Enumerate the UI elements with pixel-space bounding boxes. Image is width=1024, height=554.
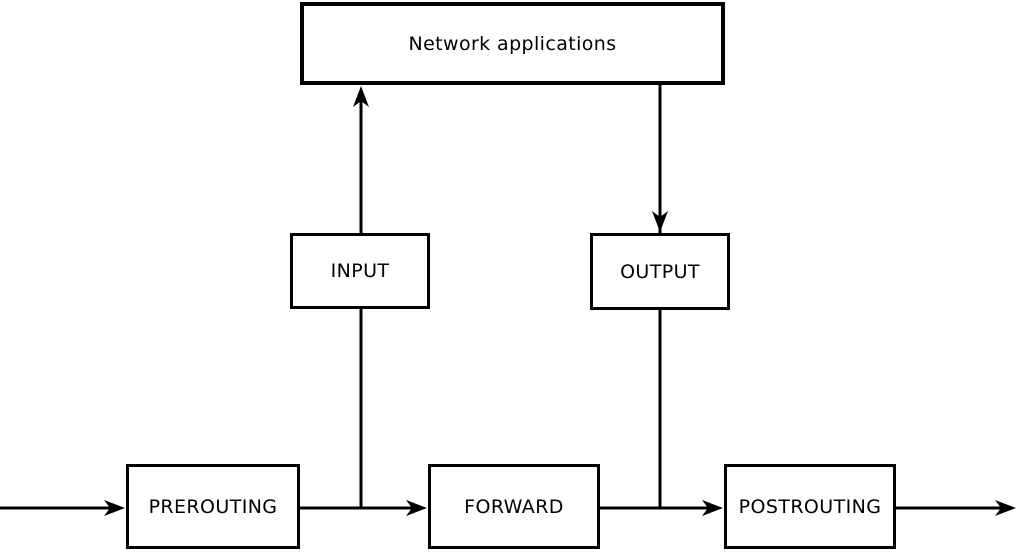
arrowhead-into-network-applications [353,86,369,107]
node-output-chain: OUTPUT [590,233,730,310]
node-prerouting-chain: PREROUTING [126,464,300,549]
arrowhead-external-out [995,500,1016,516]
node-input-label: INPUT [330,260,390,282]
node-input-chain: INPUT [290,233,430,309]
node-prerouting-label: PREROUTING [148,495,278,518]
node-forward-chain: FORWARD [428,464,600,549]
arrowhead-into-output [652,211,668,232]
node-postrouting-label: POSTROUTING [738,495,882,518]
node-forward-label: FORWARD [464,495,564,518]
node-output-label: OUTPUT [620,260,700,283]
node-postrouting-chain: POSTROUTING [724,464,896,549]
arrowhead-into-prerouting [104,500,125,516]
arrowhead-into-postrouting [702,500,723,516]
arrowhead-into-forward [406,500,427,516]
node-network-applications-label: Network applications [408,32,617,55]
node-network-applications: Network applications [300,2,725,85]
